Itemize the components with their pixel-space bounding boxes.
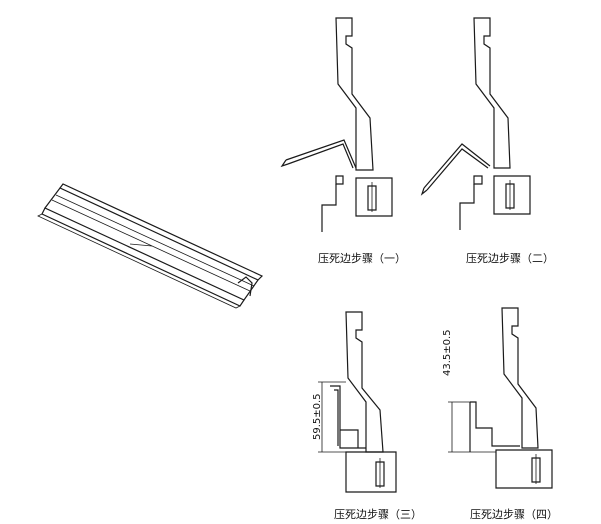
- step4-drawing: [448, 307, 553, 489]
- step2-drawing: [420, 17, 531, 230]
- step2-caption: 压死边步骤（二）: [466, 252, 554, 265]
- step3-dimension: 59.5±0.5: [312, 393, 323, 440]
- step1-caption: 压死边步骤（一）: [318, 252, 406, 265]
- step1-drawing: [280, 17, 393, 232]
- die-rail-isometric: [37, 183, 264, 309]
- step3-drawing: [318, 311, 397, 493]
- step4-caption: 压死边步骤（四）: [470, 508, 558, 521]
- step3-caption: 压死边步骤（三）: [334, 508, 422, 521]
- step4-dimension: 43.5±0.5: [442, 329, 453, 376]
